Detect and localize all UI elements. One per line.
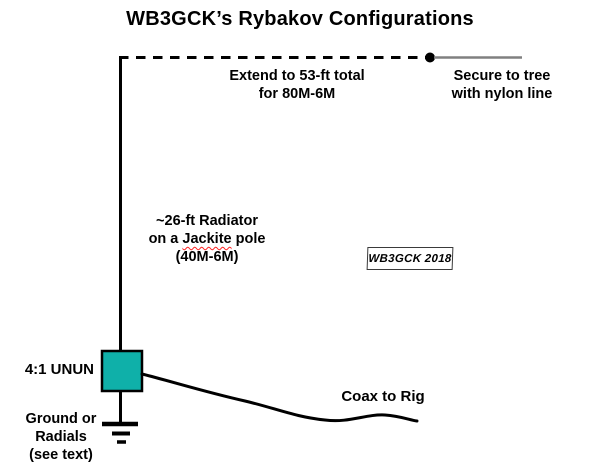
unun-label: 4:1 UNUN	[24, 361, 94, 378]
extend-label-line1: Extend to 53-ft total	[229, 68, 365, 84]
coax-cable	[140, 372, 419, 423]
radiator-label-line3: (40M-6M)	[175, 249, 239, 265]
secure-label: Secure to tree with nylon line	[427, 67, 577, 103]
ground-label-line1: Ground or	[25, 411, 97, 427]
ground-label-line3: (see text)	[29, 447, 93, 463]
radiator-label-line2: on a Jackite pole	[117, 230, 297, 248]
extend-label-line2: for 80M-6M	[258, 86, 336, 102]
ground-label: Ground or Radials (see text)	[11, 410, 111, 464]
extend-label: Extend to 53-ft total for 80M-6M	[197, 67, 397, 103]
radiator-label-line1: ~26-ft Radiator	[156, 213, 258, 229]
ground-symbol-icon	[102, 421, 138, 444]
ground-label-line2: Radials	[35, 429, 87, 445]
page-title: WB3GCK’s Rybakov Configurations	[126, 8, 474, 30]
coax-label: Coax to Rig	[341, 388, 425, 405]
credit-box: WB3GCK 2018	[366, 247, 454, 270]
unun-box	[100, 349, 144, 393]
secure-label-line1: Secure to tree	[453, 68, 551, 84]
radiator-label-jackite-word: Jackite	[182, 231, 232, 247]
radiator-label-line2-post: pole	[231, 231, 266, 247]
radiator-label-line2-pre: on a	[148, 231, 183, 247]
credit-text: WB3GCK 2018	[368, 252, 452, 265]
radiator-label: ~26-ft Radiator on a Jackite pole (40M-6…	[117, 212, 297, 266]
secure-label-line2: with nylon line	[451, 86, 553, 102]
attachment-dot-icon	[425, 52, 435, 63]
